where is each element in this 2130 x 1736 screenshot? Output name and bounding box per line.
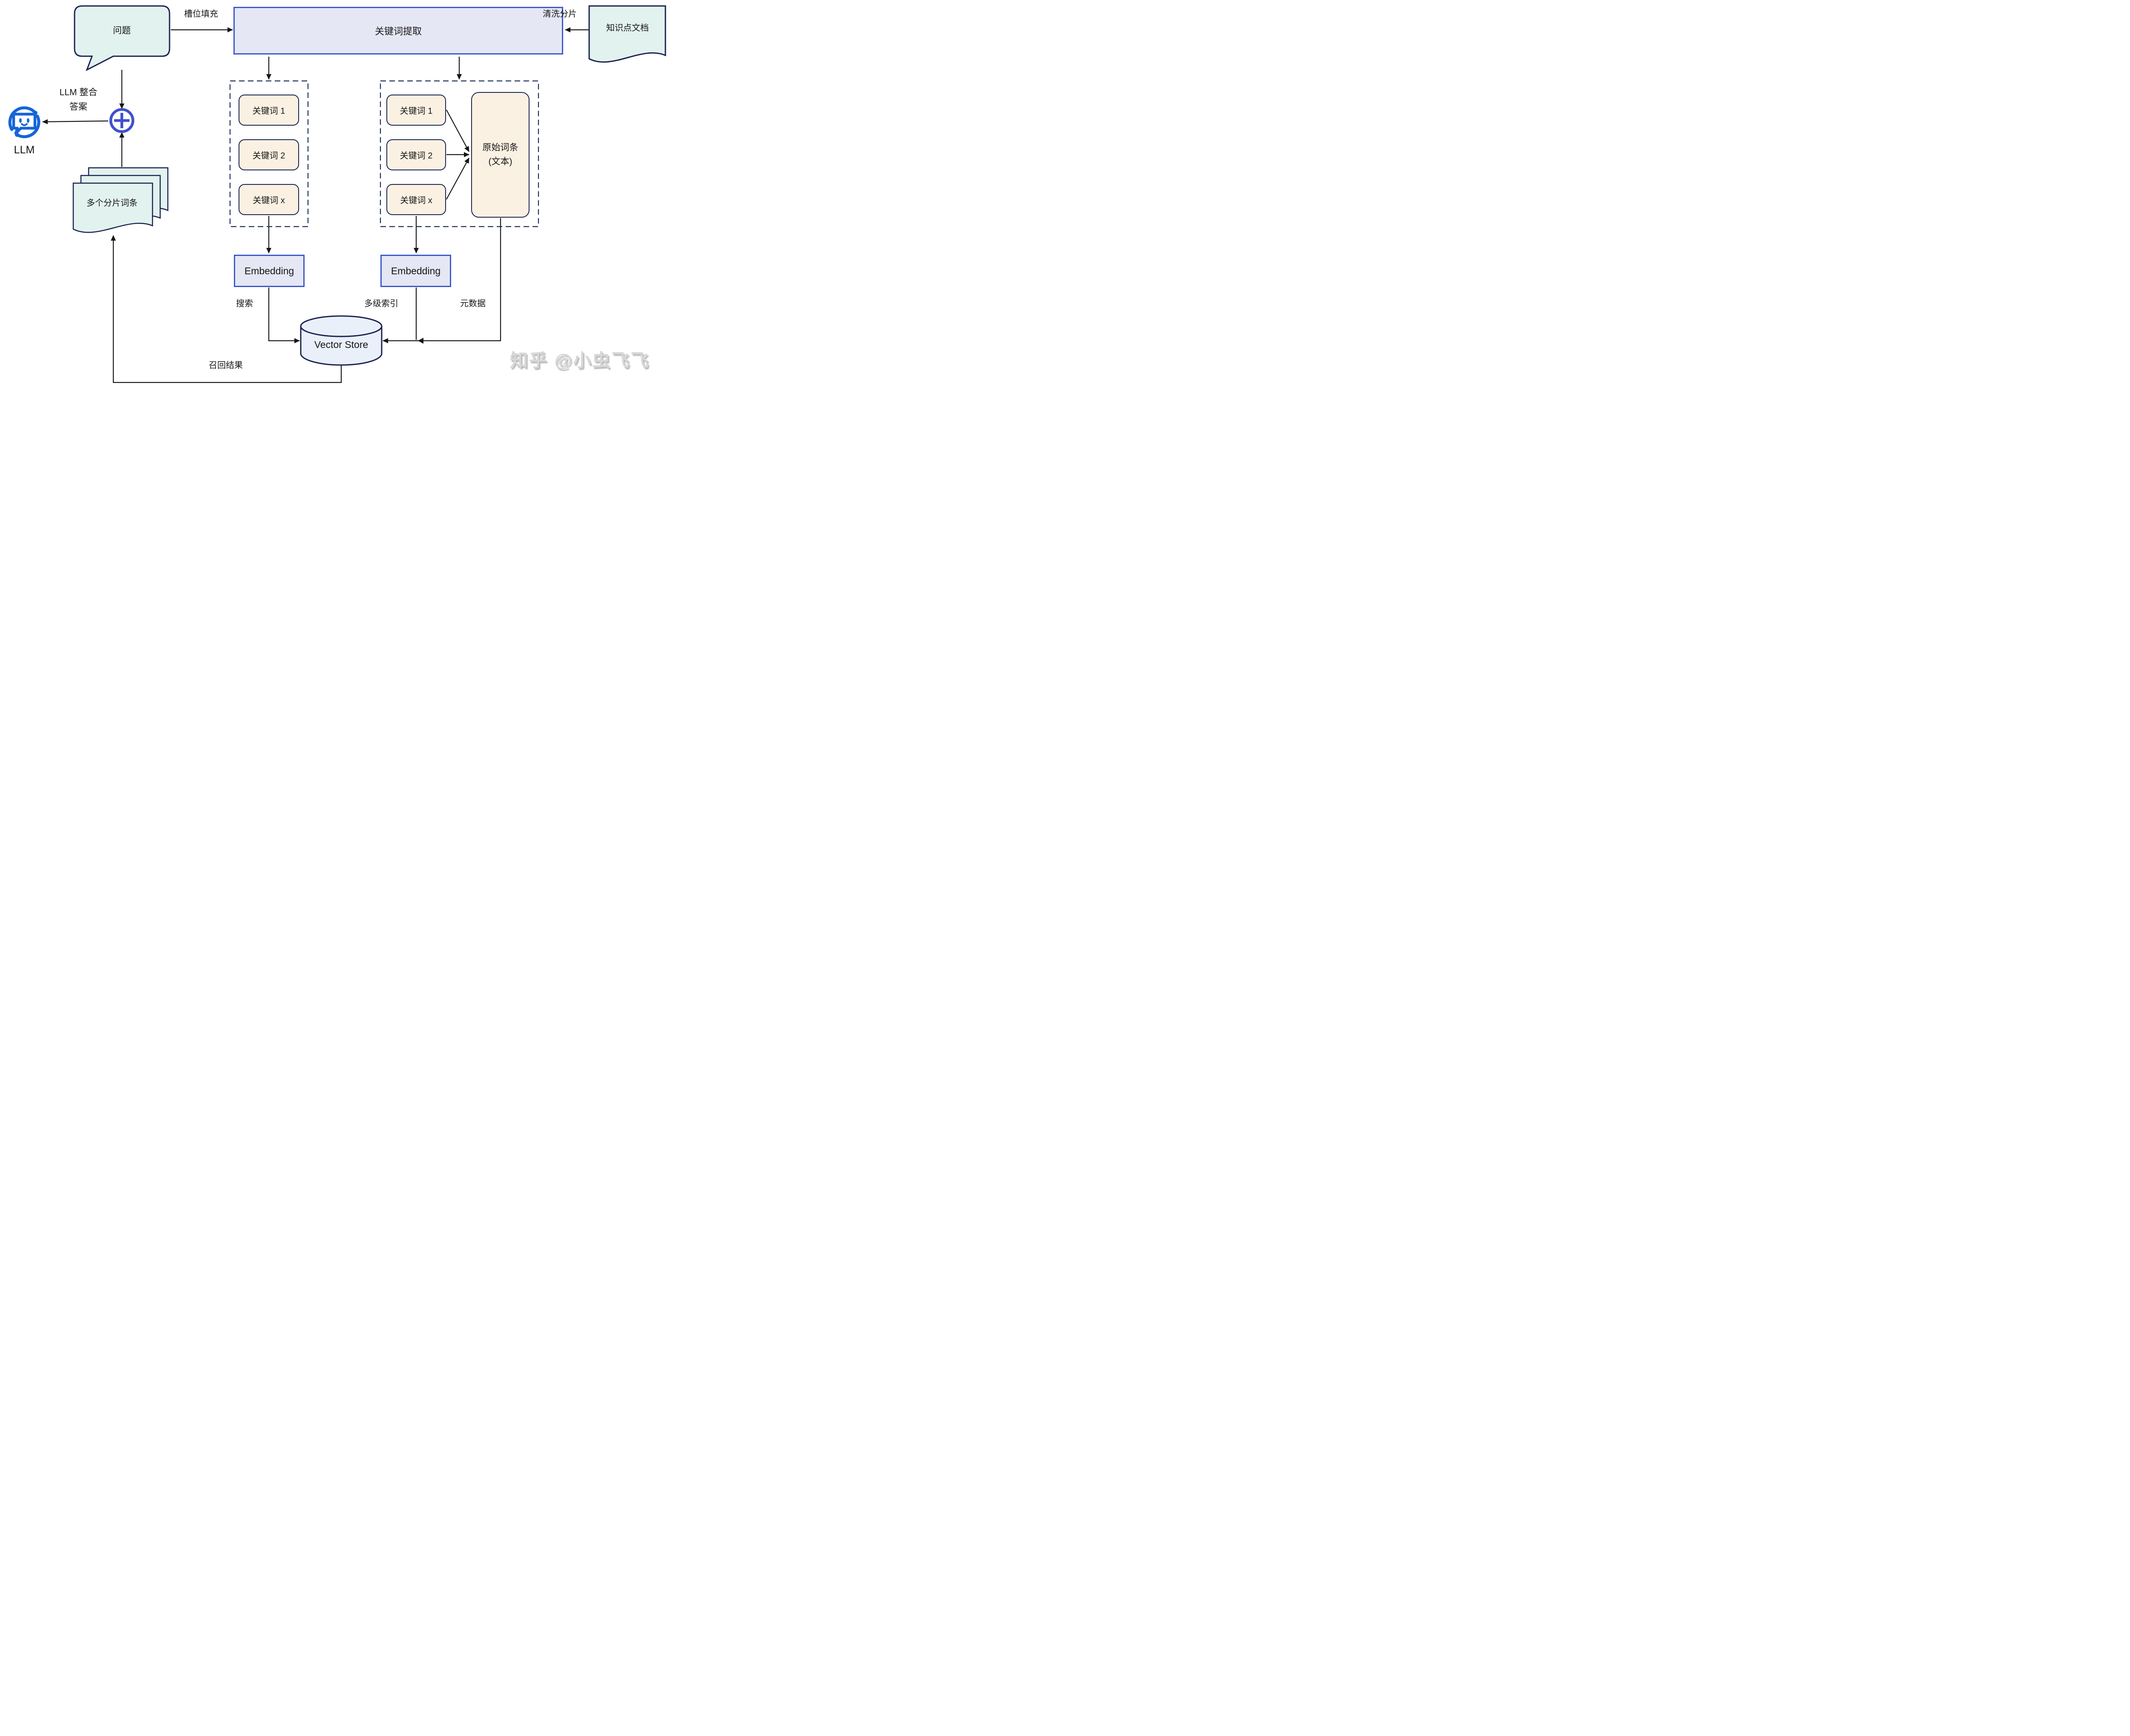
question-label: 问题 bbox=[113, 26, 131, 36]
doc-keyword-2-label: 关键词 2 bbox=[400, 151, 433, 161]
query-keyword-x-box: 关键词 x bbox=[239, 184, 299, 215]
merge-caption-line1: LLM 整合 bbox=[59, 87, 98, 98]
query-keyword-x-label: 关键词 x bbox=[253, 196, 285, 205]
clean-split-edge-label: 清洗分片 bbox=[543, 9, 577, 19]
query-keyword-1-label: 关键词 1 bbox=[252, 106, 285, 116]
diagram-canvas: 关键词提取 关键词 1 关键词 2 关键词 x 关键词 1 关键词 2 关键词 … bbox=[0, 0, 668, 387]
doc-keyword-2-box: 关键词 2 bbox=[386, 139, 446, 170]
search-edge-label: 搜索 bbox=[236, 299, 253, 308]
doc-keyword-x-box: 关键词 x bbox=[386, 184, 446, 215]
embedding-query-label: Embedding bbox=[244, 265, 294, 276]
edge-vectorstore-to-shards bbox=[111, 235, 342, 383]
watermark-text: 知乎 @小虫飞飞 bbox=[509, 350, 650, 371]
embedding-doc-label: Embedding bbox=[391, 265, 441, 276]
query-keywords-dashed-box bbox=[229, 80, 309, 227]
merge-caption-line2: 答案 bbox=[69, 102, 87, 112]
keyword-extraction-label: 关键词提取 bbox=[374, 26, 422, 37]
doc-keyword-1-box: 关键词 1 bbox=[386, 95, 446, 126]
question-bubble-shape bbox=[74, 5, 170, 72]
query-keyword-1-box: 关键词 1 bbox=[239, 95, 299, 126]
edge-keyword1-to-original bbox=[446, 109, 469, 152]
plus-icon bbox=[109, 108, 135, 133]
edge-embedding-query-to-vectorstore bbox=[268, 287, 300, 343]
knowledge-doc-shape bbox=[588, 5, 666, 63]
doc-keyword-x-label: 关键词 x bbox=[400, 196, 432, 205]
llm-bot-icon bbox=[8, 106, 40, 138]
metadata-join-arrowhead bbox=[418, 338, 423, 344]
cylinder-body bbox=[300, 326, 383, 366]
metadata-edge-label: 元数据 bbox=[460, 299, 486, 308]
diagram-graphics-layer bbox=[8, 5, 666, 383]
edge-merge-to-llm bbox=[42, 119, 109, 124]
query-keyword-2-box: 关键词 2 bbox=[239, 139, 299, 170]
embedding-query-box: Embedding bbox=[234, 255, 305, 287]
keyword-extraction-box: 关键词提取 bbox=[233, 7, 563, 55]
embedding-doc-box: Embedding bbox=[380, 255, 451, 287]
shard-entries-label: 多个分片词条 bbox=[86, 198, 138, 208]
slot-filling-edge-label: 槽位填充 bbox=[184, 9, 218, 19]
llm-label: LLM bbox=[14, 144, 35, 156]
cylinder-top bbox=[300, 315, 383, 337]
vector-store-label: Vector Store bbox=[314, 339, 368, 351]
recall-results-edge-label: 召回结果 bbox=[209, 361, 243, 370]
vector-store-cylinder bbox=[300, 315, 383, 366]
multi-level-index-edge-label: 多级索引 bbox=[364, 299, 398, 308]
shard-doc-front bbox=[72, 182, 153, 233]
shard-docs-stack bbox=[72, 167, 169, 233]
query-keyword-2-label: 关键词 2 bbox=[252, 151, 285, 161]
knowledge-doc-label: 知识点文档 bbox=[606, 23, 649, 33]
doc-keyword-1-label: 关键词 1 bbox=[400, 106, 433, 116]
original-entry-line2: (文本) bbox=[488, 156, 512, 167]
original-entry-box: 原始词条 (文本) bbox=[471, 92, 530, 218]
original-entry-line1: 原始词条 bbox=[482, 142, 518, 152]
edge-keywordx-to-original bbox=[446, 158, 469, 200]
